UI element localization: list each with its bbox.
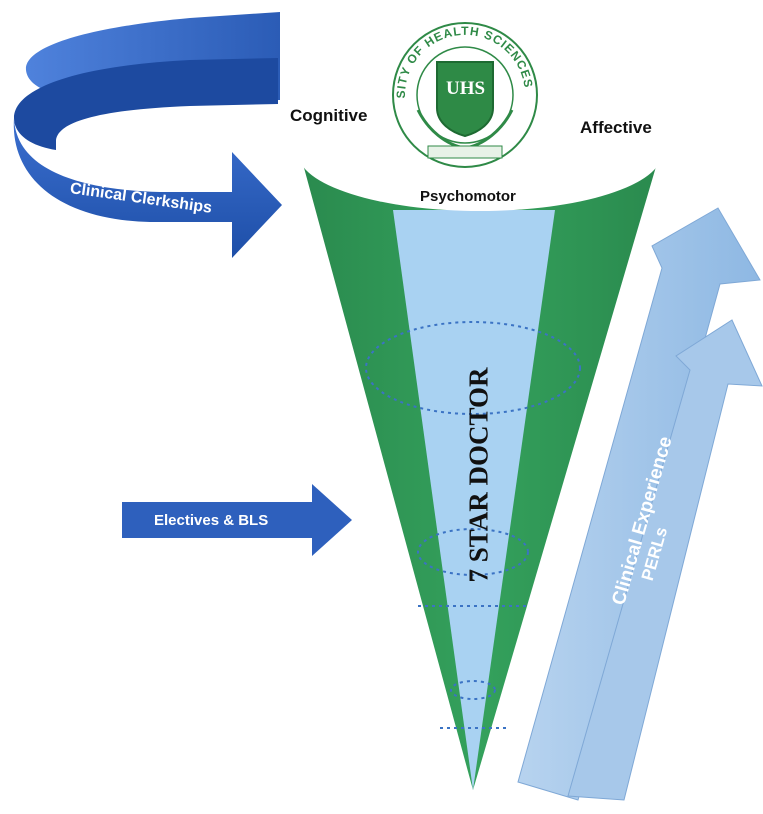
perls-arrow	[567, 319, 763, 801]
electives-bls-label: Electives & BLS	[154, 512, 269, 529]
cone-dotted-rings	[365, 321, 581, 729]
affective-label: Affective	[580, 118, 652, 137]
electives-arrow	[122, 484, 352, 556]
cone-core	[393, 210, 555, 790]
seven-star-doctor-label: 7 STAR DOCTOR	[463, 367, 494, 583]
cone	[298, 95, 662, 790]
shield-icon	[436, 61, 494, 138]
cognitive-label: Cognitive	[290, 106, 368, 125]
logo-monogram: UHS	[446, 78, 486, 99]
clinical-clerkships-arrow	[13, 12, 282, 258]
psychomotor-label: Psychomotor	[420, 188, 516, 205]
logo-banner	[427, 145, 503, 159]
